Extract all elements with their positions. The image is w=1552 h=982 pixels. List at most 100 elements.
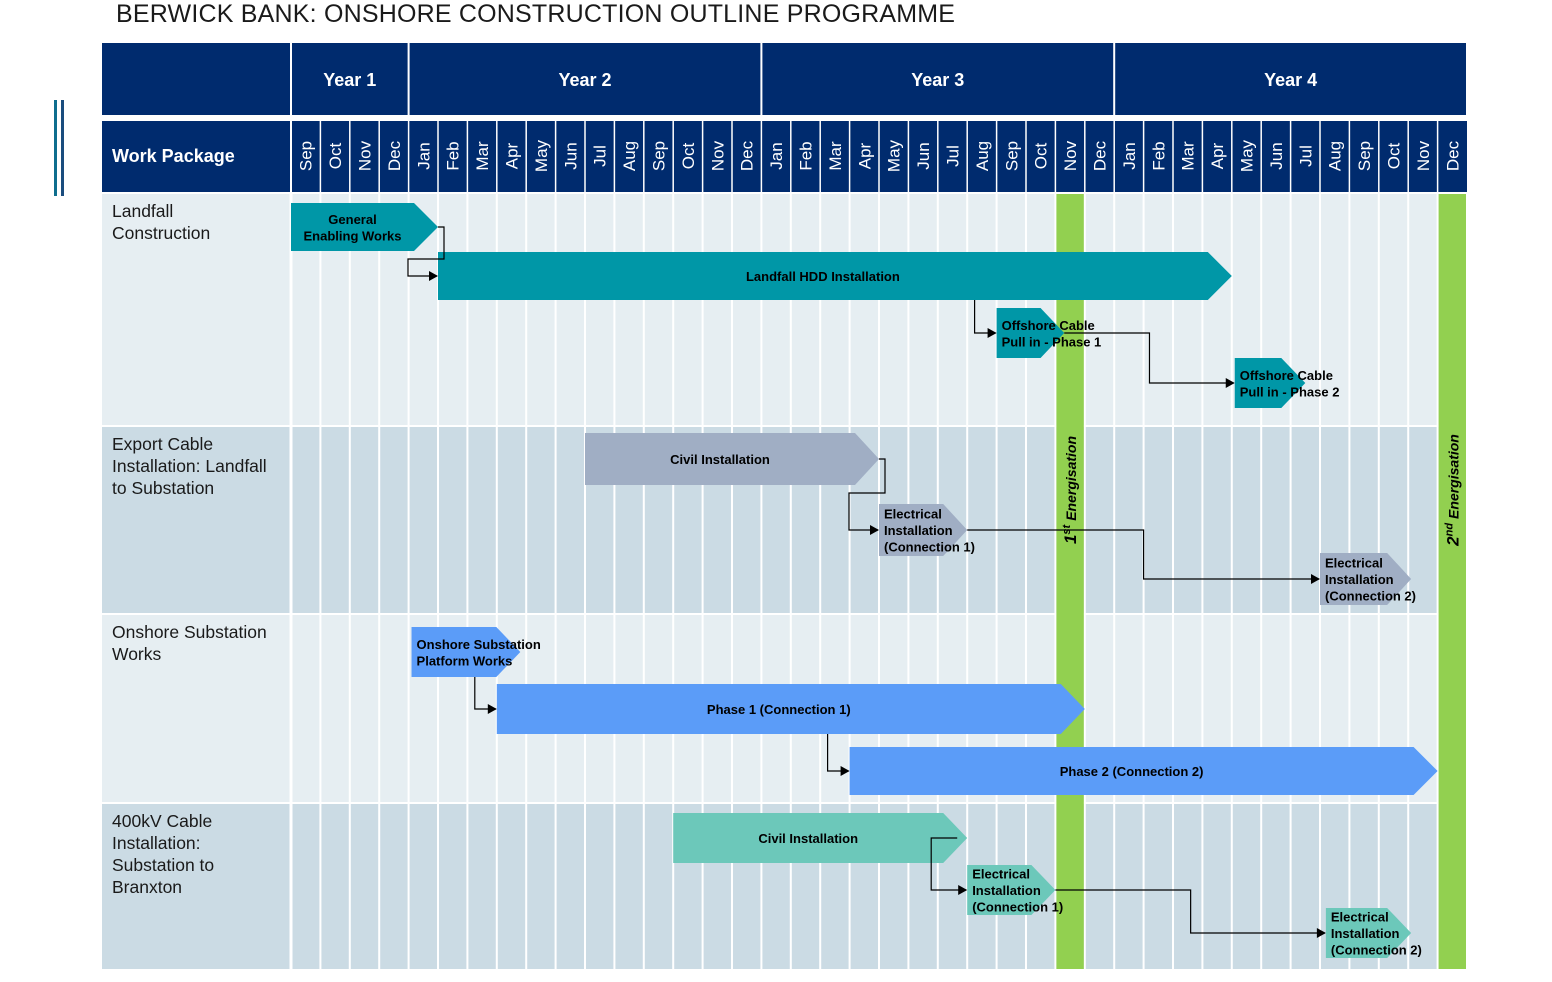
task-label: Civil Installation <box>758 831 858 846</box>
month-label: Oct <box>326 143 345 170</box>
month-label: Aug <box>973 141 992 171</box>
dependency-arrowhead <box>1311 574 1320 584</box>
dependency-arrowhead <box>987 328 997 338</box>
task-label: Phase 2 (Connection 2) <box>1060 764 1204 779</box>
dependency-arrowhead <box>840 766 850 776</box>
task-bar <box>585 433 879 485</box>
task-bar <box>673 813 968 863</box>
dependency-arrowhead <box>1225 378 1235 388</box>
month-label: Nov <box>1061 140 1080 171</box>
month-label: Jan <box>767 142 786 169</box>
month-label: Mar <box>1179 141 1198 171</box>
dependency-line <box>848 458 886 531</box>
month-label: Oct <box>679 143 698 170</box>
task-bar <box>879 504 968 556</box>
month-label: Oct <box>1385 143 1404 170</box>
month-label: Feb <box>444 141 463 170</box>
year-label: Year 3 <box>911 70 964 90</box>
month-label: Dec <box>738 140 757 171</box>
month-label: Sep <box>650 141 669 171</box>
task-bar <box>411 627 521 677</box>
month-label: Nov <box>708 140 727 171</box>
task-bar <box>996 308 1065 358</box>
month-label: Sep <box>297 141 316 171</box>
month-label: Jul <box>1296 145 1315 167</box>
page-title: BERWICK BANK: ONSHORE CONSTRUCTION OUTLI… <box>116 0 956 28</box>
dependency-arrowhead <box>958 885 968 895</box>
month-label: Apr <box>855 142 874 169</box>
task-bar <box>967 865 1056 915</box>
month-label: Oct <box>1032 143 1051 170</box>
year-header-band <box>102 43 1467 115</box>
month-label: Dec <box>1091 140 1110 171</box>
task-label: Phase 1 (Connection 1) <box>707 702 851 717</box>
milestone-label: 1stEnergisation <box>1061 436 1080 544</box>
task-bar <box>849 747 1438 795</box>
month-label: Apr <box>1208 142 1227 169</box>
month-label: Jan <box>414 142 433 169</box>
month-label: Sep <box>1355 141 1374 171</box>
task-bar <box>438 252 1232 300</box>
work-package-header: Work Package <box>112 146 235 166</box>
month-label: Aug <box>1326 141 1345 171</box>
month-label: May <box>1238 139 1257 172</box>
month-label: Jun <box>1267 142 1286 169</box>
dependency-arrowhead <box>429 271 438 281</box>
task-bar <box>1234 358 1306 408</box>
month-label: Apr <box>503 142 522 169</box>
month-label: Feb <box>1149 141 1168 170</box>
month-label: Dec <box>385 140 404 171</box>
month-label: Mar <box>473 141 492 171</box>
month-label: Dec <box>1443 140 1462 171</box>
month-label: Jul <box>944 145 963 167</box>
milestone-label: 2ndEnergisation <box>1443 434 1462 547</box>
month-label: Jun <box>914 142 933 169</box>
task-bar <box>291 203 438 251</box>
month-label: Jun <box>561 142 580 169</box>
task-label: Landfall HDD Installation <box>746 269 900 284</box>
month-label: Jan <box>1120 142 1139 169</box>
decorative-bar-right <box>61 100 64 196</box>
year-label: Year 2 <box>558 70 611 90</box>
milestone-bar <box>1438 194 1466 969</box>
month-label: Sep <box>1002 141 1021 171</box>
task-bar <box>1325 908 1412 958</box>
dependency-layer <box>407 226 1326 938</box>
month-header-band <box>102 121 1467 192</box>
task-bar <box>1320 553 1412 605</box>
dependency-line <box>1055 889 1325 934</box>
task-layer <box>291 203 1438 958</box>
dependency-line <box>1064 332 1234 384</box>
month-label: Aug <box>620 141 639 171</box>
dependency-line <box>930 837 967 891</box>
year-label: Year 1 <box>323 70 376 90</box>
month-label: Mar <box>826 141 845 171</box>
task-label: Civil Installation <box>670 452 770 467</box>
month-label: Feb <box>797 141 816 170</box>
task-bar <box>496 684 1085 734</box>
dependency-line <box>967 529 1319 580</box>
month-label: May <box>532 139 551 172</box>
month-label: Jul <box>591 145 610 167</box>
decorative-bars <box>54 100 66 196</box>
dependency-arrowhead <box>870 525 879 535</box>
dependency-arrowhead <box>1316 928 1326 938</box>
decorative-bar-left <box>54 100 57 196</box>
dependency-arrowhead <box>487 704 497 714</box>
month-label: Nov <box>1414 140 1433 171</box>
month-label: May <box>885 139 904 172</box>
